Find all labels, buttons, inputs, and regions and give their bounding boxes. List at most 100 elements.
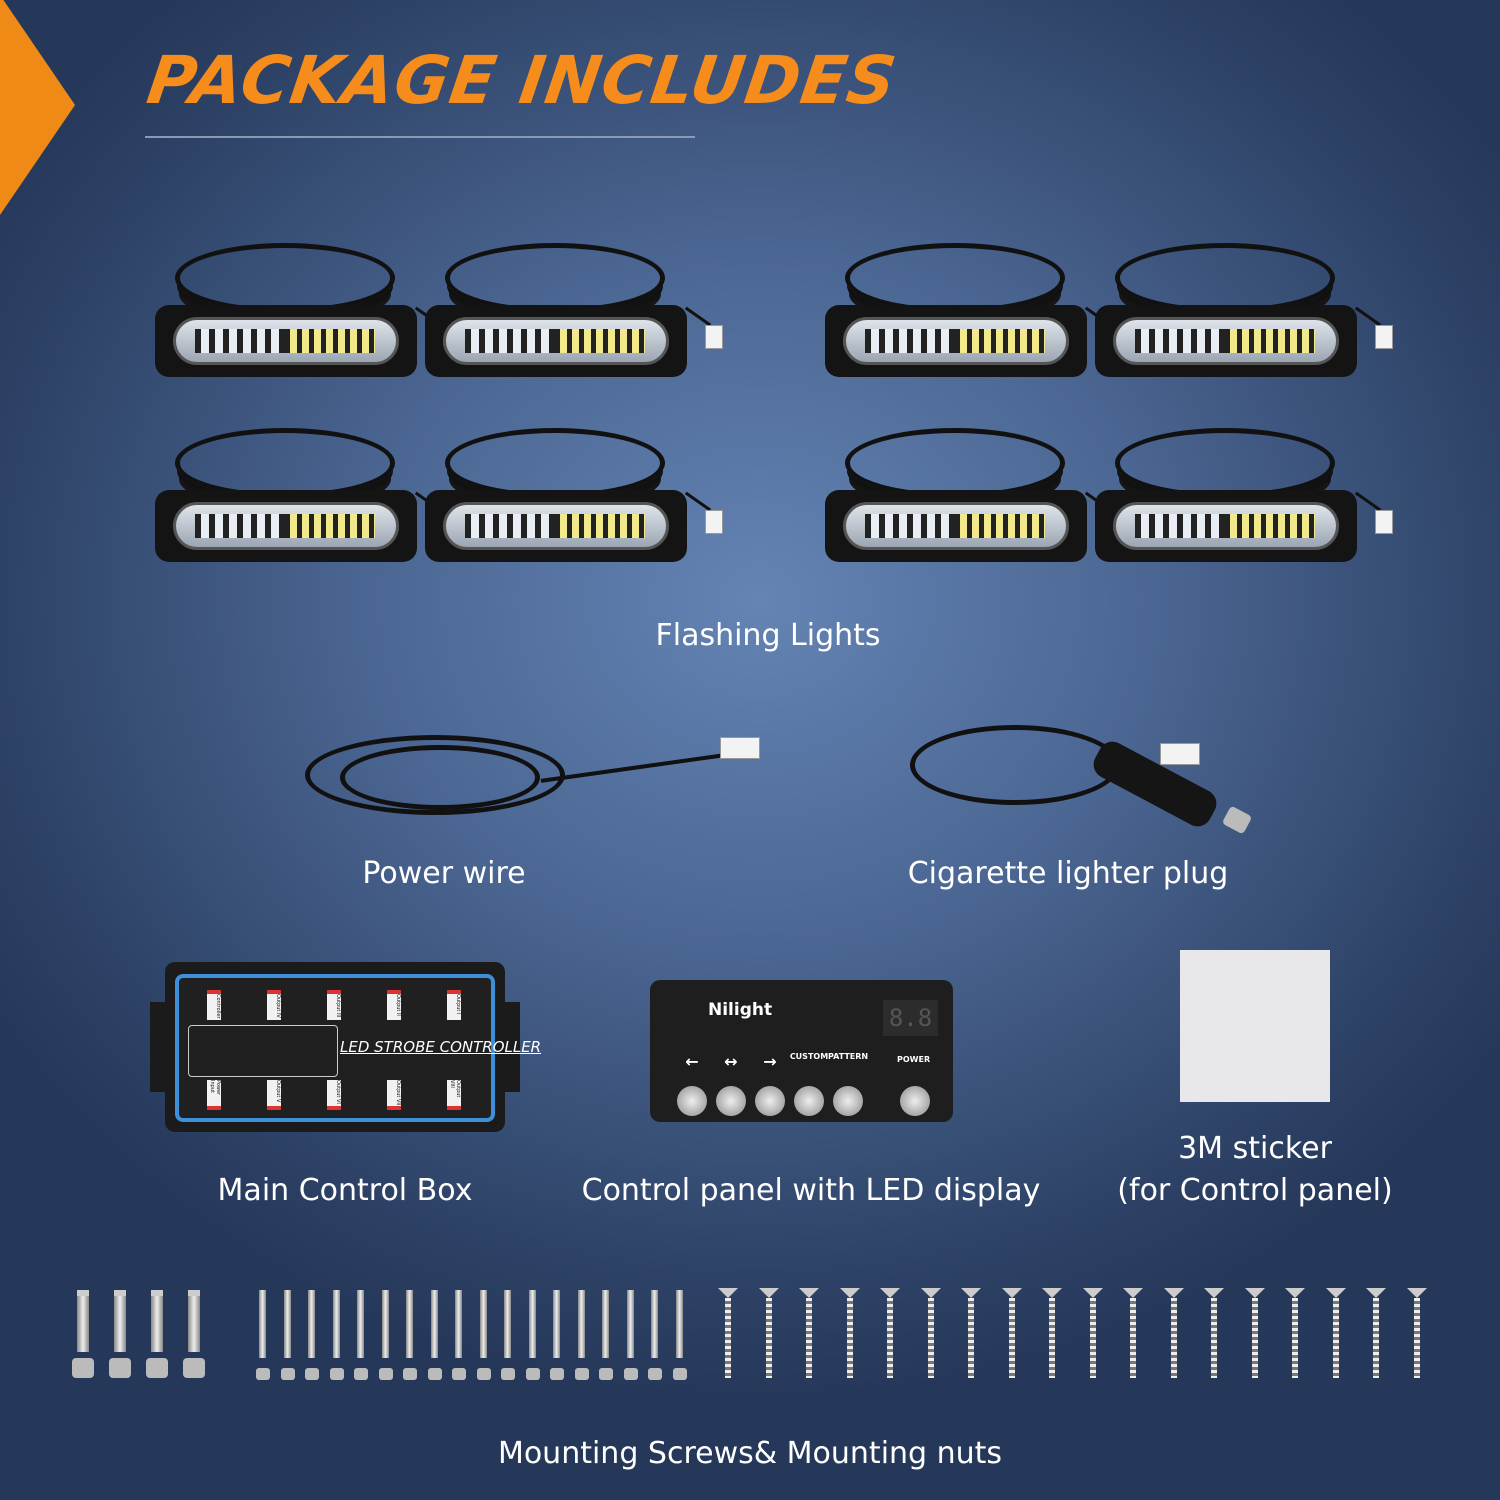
flashing-light-image <box>155 428 453 562</box>
nut-icon <box>501 1368 515 1380</box>
nut-icon <box>329 1368 344 1380</box>
nut-icon <box>623 1368 638 1380</box>
screw-icon <box>1001 1288 1022 1298</box>
bolt-icon <box>188 1290 200 1352</box>
main-control-box-label: Main Control Box <box>217 1173 473 1208</box>
nut-icon <box>256 1368 270 1380</box>
bolt-icon <box>651 1290 658 1358</box>
output-port-label: Output III <box>327 990 341 1020</box>
3m-sticker-image <box>1180 950 1330 1102</box>
screw-shaft <box>1292 1298 1298 1378</box>
mode-label: ← <box>685 1052 699 1071</box>
bolt-icon <box>430 1290 438 1358</box>
nut-icon <box>599 1368 613 1380</box>
power-wire-label: Power wire <box>362 856 526 891</box>
output-port-label: Output VII <box>387 1080 401 1110</box>
flashing-light-image <box>825 243 1123 377</box>
flashing-light-image <box>825 428 1123 562</box>
screw-shaft <box>725 1298 731 1378</box>
screw-icon <box>961 1288 981 1298</box>
cigarette-plug-label: Cigarette lighter plug <box>907 856 1229 891</box>
mode-button[interactable] <box>677 1086 707 1116</box>
mode-label: ↔ <box>724 1052 738 1071</box>
screw-shaft <box>1170 1298 1177 1378</box>
bolt-icon <box>504 1290 511 1358</box>
screw-icon <box>1406 1288 1427 1298</box>
screw-icon <box>1163 1288 1184 1298</box>
bolt-icon <box>381 1290 389 1358</box>
bolt-icon <box>77 1290 89 1352</box>
led-display: 8.8 <box>883 1000 938 1036</box>
screw-icon <box>1285 1288 1305 1298</box>
bolt-icon <box>259 1290 266 1358</box>
bolt-icon <box>357 1290 364 1358</box>
screw-icon <box>1325 1288 1346 1298</box>
nut-icon <box>183 1358 205 1378</box>
nut-icon <box>305 1368 319 1380</box>
nut-icon <box>427 1368 442 1380</box>
screw-shaft <box>806 1298 812 1378</box>
output-port-label: Output V <box>267 1080 281 1110</box>
bolt-icon <box>332 1290 340 1358</box>
mode-button[interactable] <box>755 1086 785 1116</box>
bolt-icon <box>626 1290 634 1358</box>
screw-icon <box>1123 1288 1143 1298</box>
screw-shaft <box>1251 1298 1258 1378</box>
screw-icon <box>758 1288 779 1298</box>
bolt-icon <box>114 1290 126 1352</box>
bolt-icon <box>479 1290 487 1358</box>
bolt-icon <box>406 1290 413 1358</box>
nut-icon <box>280 1368 295 1380</box>
sticker-label: 3M sticker <box>1178 1131 1332 1166</box>
mode-button[interactable] <box>716 1086 746 1116</box>
power-wire-image <box>300 725 770 835</box>
screw-shaft <box>1332 1298 1339 1378</box>
screw-icon <box>1244 1288 1265 1298</box>
mode-button[interactable] <box>833 1086 863 1116</box>
nut-icon <box>550 1368 564 1380</box>
controller-device-text: LED STROBE CONTROLLER <box>340 1038 542 1056</box>
nut-icon <box>525 1368 540 1380</box>
screw-icon <box>920 1288 941 1298</box>
flashing-light-image <box>155 243 453 377</box>
flashing-light-image <box>425 428 723 562</box>
nut-icon <box>476 1368 491 1380</box>
power-label: POWER <box>897 1055 931 1064</box>
hardware-label: Mounting Screws& Mounting nuts <box>497 1436 1003 1471</box>
nut-icon <box>403 1368 417 1380</box>
main-control-box-image: LED STROBE CONTROLLER Controller Output I… <box>150 962 541 1142</box>
corner-accent <box>0 0 75 215</box>
screw-icon <box>718 1288 738 1298</box>
mode-label: PATTERN <box>828 1052 869 1061</box>
flashing-light-image <box>1095 428 1393 562</box>
title-divider <box>145 136 695 138</box>
output-port-label: Controller <box>207 990 221 1020</box>
nut-icon <box>672 1368 687 1380</box>
screw-shaft <box>1413 1298 1420 1378</box>
screw-shaft <box>1130 1298 1136 1378</box>
page-title: PACKAGE INCLUDES <box>142 42 902 119</box>
bolt-icon <box>528 1290 536 1358</box>
screw-shaft <box>846 1298 853 1378</box>
screw-icon <box>880 1288 900 1298</box>
output-port-label: Output I <box>447 990 461 1020</box>
nut-icon <box>354 1368 368 1380</box>
mode-button[interactable] <box>794 1086 824 1116</box>
bolt-icon <box>577 1290 585 1358</box>
screw-shaft <box>1049 1298 1055 1378</box>
screw-shaft <box>765 1298 772 1378</box>
screw-shaft <box>1211 1298 1217 1378</box>
cigarette-plug-image <box>905 715 1265 845</box>
screw-shaft <box>968 1298 974 1378</box>
nut-icon <box>452 1368 466 1380</box>
screw-shaft <box>1373 1298 1379 1378</box>
screw-icon <box>1366 1288 1386 1298</box>
power-button[interactable] <box>900 1086 930 1116</box>
screw-shaft <box>927 1298 934 1378</box>
screw-icon <box>1042 1288 1062 1298</box>
output-port-label: Output IV <box>267 990 281 1020</box>
flashing-light-image <box>1095 243 1393 377</box>
nut-icon <box>574 1368 589 1380</box>
output-port-label: Output II <box>387 990 401 1020</box>
nut-icon <box>109 1358 131 1378</box>
